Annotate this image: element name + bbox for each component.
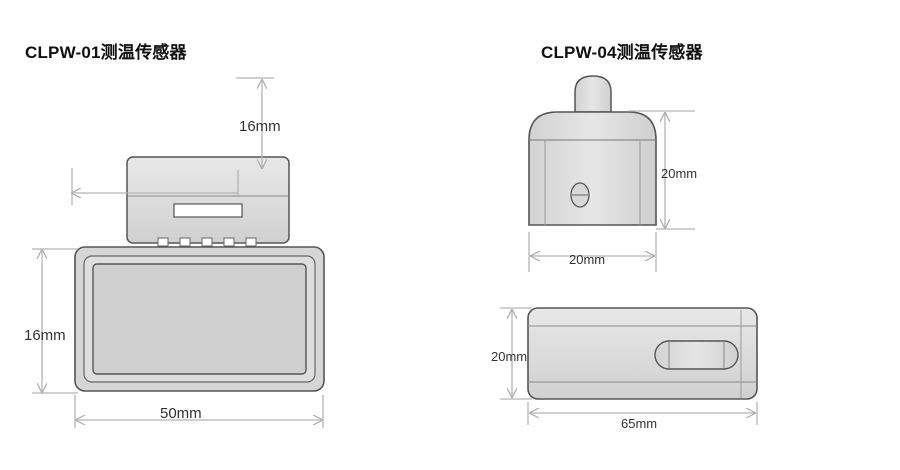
right-side-dimension-lines (500, 307, 758, 425)
right-probe-knob (574, 75, 612, 113)
left-display-window (92, 263, 307, 375)
left-device-drawing: 16mm 16mm 50mm (24, 77, 325, 428)
left-dim-width-label: 50mm (160, 405, 202, 422)
right-side-body (527, 307, 758, 400)
left-slot (173, 203, 243, 218)
right-device-title: CLPW-04测温传感器 (541, 43, 703, 62)
right-front-view: 20mm 20mm (528, 75, 697, 272)
right-side-width-label: 65mm (621, 416, 657, 431)
right-side-view: 20mm 65mm (491, 307, 758, 431)
left-dim-height-label: 16mm (24, 327, 66, 344)
right-front-body (528, 111, 657, 226)
left-vent-notches (157, 237, 257, 247)
left-dim-top-label: 16mm (239, 118, 281, 135)
right-side-height-label: 20mm (491, 349, 527, 364)
right-side-pill-window (654, 340, 739, 370)
left-dimension-lines (32, 77, 324, 428)
right-front-dimension-lines (528, 110, 695, 272)
left-device-title: CLPW-01测温传感器 (25, 43, 187, 62)
right-front-height-label: 20mm (661, 166, 697, 181)
left-top-module (126, 156, 290, 244)
right-front-width-label: 20mm (569, 252, 605, 267)
